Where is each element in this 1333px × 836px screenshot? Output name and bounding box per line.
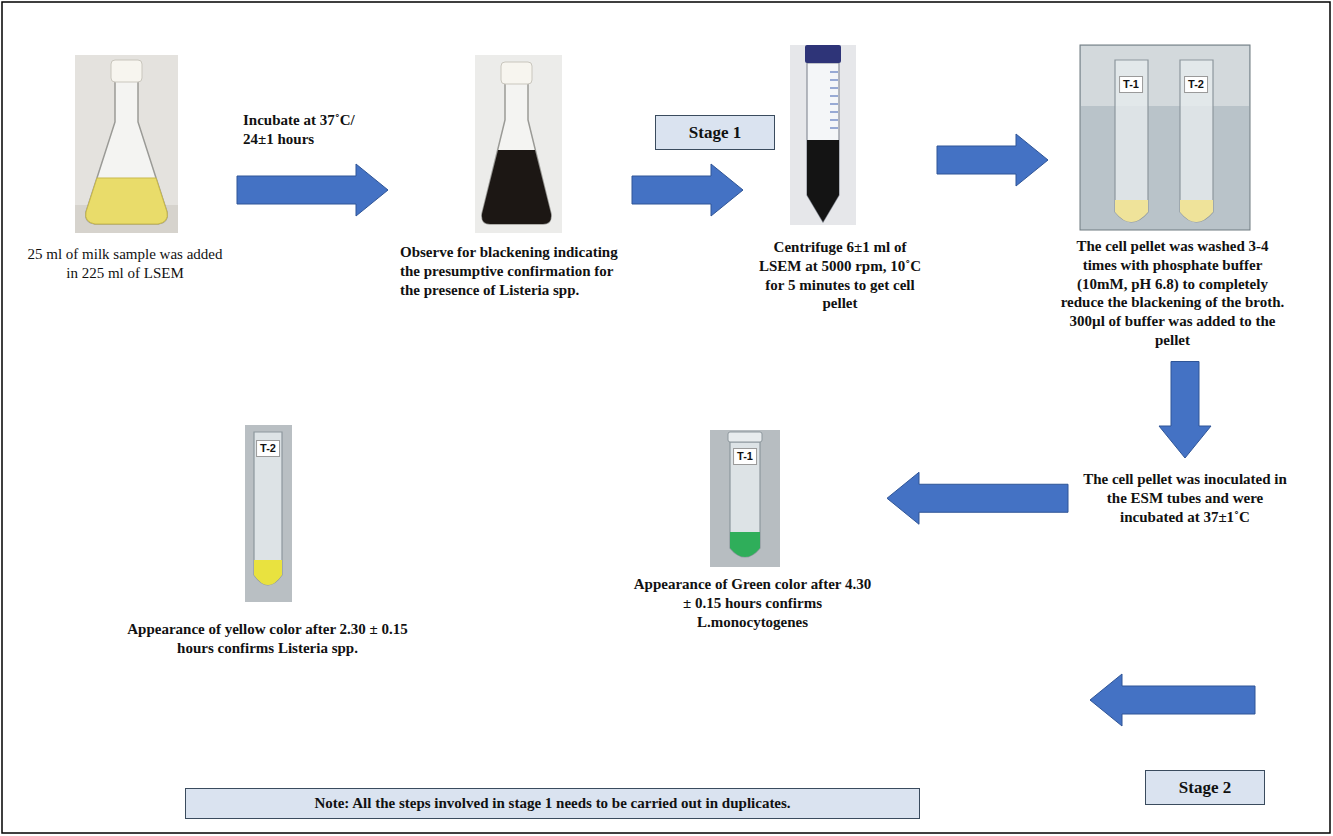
tube-label: T-1: [733, 448, 757, 465]
photo-ground: [790, 45, 856, 225]
tube-label: T-2: [256, 440, 280, 457]
step-caption: The cell pellet was washed 3-4 times wit…: [1060, 237, 1285, 350]
step-caption: Appearance of yellow color after 2.30 ± …: [125, 620, 410, 658]
block-arrow: [1159, 362, 1211, 459]
scale-tick: [830, 104, 838, 105]
photo-highlight: [1081, 46, 1249, 106]
note-text: Note: All the steps involved in stage 1 …: [198, 794, 907, 813]
tube-liquid: [730, 532, 760, 557]
scale-tick: [830, 112, 838, 113]
photo-ground: [475, 55, 562, 233]
tube-liquid: [807, 140, 839, 222]
block-arrow: [237, 164, 388, 216]
process-step: Observe for blackening indicating the pr…: [400, 45, 620, 299]
cotton-plug: [111, 60, 142, 82]
green-tube-photo: [710, 430, 780, 567]
scale-tick: [830, 96, 838, 97]
edge-label: Incubate at 37˚C/ 24±1 hours: [241, 111, 385, 149]
block-arrow: [887, 472, 1068, 524]
tube-label: T-1: [1119, 76, 1143, 93]
scale-tick: [830, 72, 838, 73]
flask-liquid: [482, 150, 551, 224]
scale-tick: [830, 120, 838, 121]
washed-tubes-photo: [1080, 45, 1250, 230]
stage-arrow: [1090, 674, 1255, 726]
step-caption: The cell pellet was inoculated in the ES…: [1080, 470, 1290, 526]
tube-cap: [805, 45, 841, 63]
flask-glass: [86, 78, 168, 224]
photo-ground: [1080, 45, 1250, 230]
stage-box: Stage 1: [655, 115, 775, 150]
scale-tick: [830, 88, 838, 89]
scale-tick: [830, 80, 838, 81]
test-tube: [730, 442, 760, 557]
tube-liquid: [254, 560, 282, 585]
tube-liquid: [1180, 200, 1213, 222]
photo-ground: [75, 55, 178, 233]
tube-liquid: [1115, 200, 1148, 222]
block-arrow: [937, 134, 1048, 186]
scale-tick: [830, 128, 838, 129]
process-step: The cell pellet was inoculated in the ES…: [1080, 470, 1290, 526]
process-step: The cell pellet was washed 3-4 times wit…: [1060, 40, 1285, 350]
tube-scale: [830, 72, 838, 128]
yellow-tube-photo: [245, 425, 292, 602]
step-caption: Centrifuge 6±1 ml of LSEM at 5000 rpm, 1…: [755, 238, 925, 313]
process-step: 25 ml of milk sample was added in 225 ml…: [25, 45, 225, 283]
tube-label: T-2: [1184, 76, 1208, 93]
photo-ground: [245, 425, 292, 602]
test-tube: [1180, 60, 1213, 222]
milk-flask-photo: [75, 55, 178, 233]
tube-cap: [728, 432, 762, 442]
process-step: Centrifuge 6±1 ml of LSEM at 5000 rpm, 1…: [755, 40, 925, 313]
step-caption: Observe for blackening indicating the pr…: [400, 243, 620, 299]
flask-liquid: [86, 178, 168, 224]
stage-box: Stage 2: [1145, 770, 1265, 805]
step-caption: Appearance of Green color after 4.30 ± 0…: [630, 575, 875, 631]
photo-ground: [710, 430, 780, 567]
note-box: Note: All the steps involved in stage 1 …: [185, 788, 920, 819]
cotton-plug: [501, 62, 532, 84]
centrifuge-tube-photo: [790, 45, 856, 225]
tube-body: [807, 63, 839, 222]
block-arrow: [632, 164, 743, 216]
test-tube: [254, 432, 282, 585]
stage-label: Stage 2: [1158, 777, 1252, 798]
black-flask-photo: [475, 55, 562, 233]
step-caption: 25 ml of milk sample was added in 225 ml…: [25, 245, 225, 283]
test-tube: [1115, 60, 1148, 222]
flask-glass: [482, 80, 551, 224]
stage-label: Stage 1: [668, 122, 762, 143]
